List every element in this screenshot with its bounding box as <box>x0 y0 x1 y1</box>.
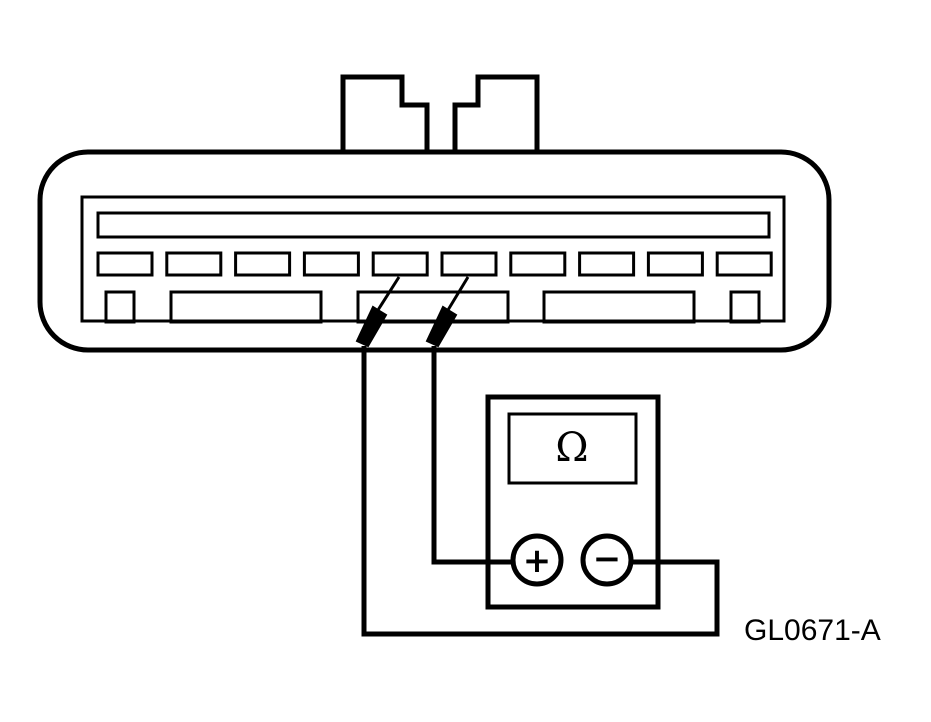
negative-test-lead <box>361 346 720 637</box>
connector-terminal <box>578 251 636 277</box>
connector-terminal <box>646 251 704 277</box>
bottom-cavity <box>104 290 136 324</box>
connector-terminal <box>509 251 567 277</box>
bottom-cavity <box>542 290 696 324</box>
figure-id-label: GL0671-A <box>744 614 881 647</box>
connector-face <box>80 195 786 323</box>
connector-terminal <box>715 251 773 277</box>
bottom-cavity-row <box>104 290 761 324</box>
terminal-row <box>96 251 773 277</box>
connector-terminal <box>96 251 154 277</box>
ohm-symbol: Ω <box>555 425 588 471</box>
negative-jack: − <box>580 533 634 587</box>
test-probe-right <box>425 276 470 348</box>
left-locking-tab <box>340 74 430 152</box>
connector-long-slot <box>96 211 771 239</box>
test-probe-left <box>355 276 401 348</box>
connector-terminal <box>302 251 360 277</box>
connector-terminal <box>371 251 429 277</box>
positive-test-lead <box>431 346 513 565</box>
bottom-cavity <box>169 290 323 324</box>
connector-terminal <box>165 251 223 277</box>
connector-terminal <box>234 251 292 277</box>
positive-jack: + <box>510 533 564 587</box>
negative-jack-symbol: − <box>593 539 622 579</box>
ohmmeter-body <box>485 394 661 610</box>
bottom-cavity <box>729 290 761 324</box>
connector-locking-tabs <box>340 74 540 152</box>
positive-jack-symbol: + <box>523 541 552 581</box>
bottom-cavity <box>356 290 510 324</box>
ohmmeter-display <box>507 412 638 485</box>
right-locking-tab <box>452 74 540 152</box>
connector-terminal <box>440 251 498 277</box>
